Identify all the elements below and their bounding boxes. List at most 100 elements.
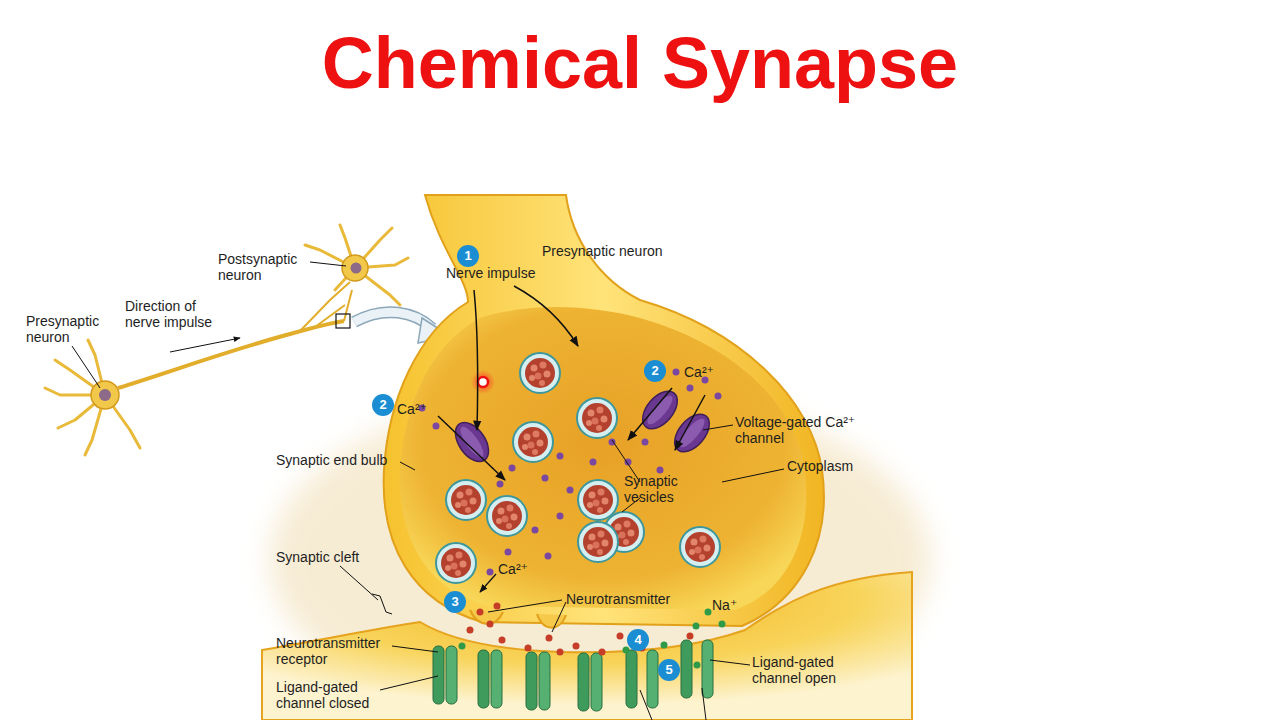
postsynaptic-membrane	[262, 572, 912, 720]
calcium-ion	[642, 439, 649, 446]
synaptic-vesicle	[680, 527, 720, 567]
leader-line	[702, 688, 706, 720]
callout-number: 1	[457, 245, 479, 267]
neurotransmitter-dot	[617, 633, 624, 640]
axon	[118, 321, 344, 388]
nucleus	[351, 263, 362, 274]
title: Chemical Synapse	[0, 27, 1280, 99]
neurotransmitter-dot	[557, 649, 564, 656]
exocytosis-pit	[470, 610, 503, 624]
dendrites	[305, 225, 408, 305]
direction-arrow	[170, 338, 240, 352]
ligand-gated-channel	[578, 653, 602, 711]
calcium-influx-arrow	[438, 416, 505, 480]
callout-circle	[372, 394, 394, 416]
calcium-ion	[687, 385, 694, 392]
calcium-ion	[542, 475, 549, 482]
calcium-influx-arrow	[675, 395, 705, 450]
part-label: Voltage-gated Ca²⁺ channel	[735, 414, 870, 446]
leader-line	[722, 469, 784, 482]
calcium-ion	[497, 481, 504, 488]
ligand-gated-channel	[526, 652, 550, 710]
callout-number: 4	[627, 629, 649, 651]
impulse-arrow	[474, 290, 478, 430]
callout-number: 5	[658, 659, 680, 681]
leader-line	[72, 346, 100, 388]
cytoplasm	[400, 307, 806, 610]
callout-number: 2	[372, 394, 394, 416]
leader-line	[310, 262, 346, 266]
leader-line	[552, 602, 566, 632]
calcium-ion	[505, 549, 512, 556]
part-label: Na⁺	[712, 597, 752, 613]
part-label: Nerve impulse	[446, 265, 556, 281]
leader-line	[640, 690, 652, 720]
callout-circle	[444, 591, 466, 613]
neurotransmitter-dot	[525, 645, 532, 652]
neurotransmitter-dot	[477, 609, 484, 616]
callout-number: 2	[644, 360, 666, 382]
callout-circle	[457, 245, 479, 267]
callout-number: 5	[658, 659, 680, 681]
sodium-ion	[623, 647, 630, 654]
leader-line	[340, 566, 378, 600]
leader-line	[703, 425, 733, 430]
calcium-ion	[715, 393, 722, 400]
calcium-ion	[532, 527, 539, 534]
neurotransmitter-dot	[467, 627, 474, 634]
part-label: Ca²⁺	[498, 561, 548, 577]
calcium-arrow	[480, 574, 496, 592]
part-label: Ligand-gated channel open	[752, 654, 862, 686]
zoom-box	[336, 314, 350, 328]
impulse-arrow	[514, 286, 578, 346]
part-label: Synaptic vesicles	[624, 473, 699, 505]
callout-number: 1	[457, 245, 479, 267]
sodium-ion	[693, 623, 700, 630]
calcium-channel	[636, 385, 684, 435]
part-label: Ligand-gated channel closed	[276, 679, 386, 711]
neurotransmitter-dot	[499, 637, 506, 644]
calcium-ion	[509, 465, 516, 472]
nucleus	[99, 389, 111, 401]
calcium-ion	[673, 369, 680, 376]
callout-circle	[658, 659, 680, 681]
synaptic-vesicle	[513, 422, 553, 462]
synaptic-vesicle	[577, 398, 617, 438]
ligand-gated-channel	[433, 646, 457, 704]
impulse-marker	[478, 377, 488, 387]
cell-body	[91, 381, 119, 409]
calcium-influx-arrow	[628, 388, 672, 440]
synaptic-vesicle	[487, 496, 527, 536]
calcium-ion	[545, 553, 552, 560]
part-label: Ca²⁺	[684, 364, 734, 380]
neuron-overview	[45, 225, 450, 455]
part-label: Presynaptic neuron	[26, 313, 116, 345]
synaptic-vesicle	[436, 543, 476, 583]
part-label: Postsynaptic neuron	[218, 251, 313, 283]
synaptic-end-bulb	[384, 195, 824, 626]
sodium-ion	[694, 662, 701, 669]
neurotransmitter-dot	[573, 643, 580, 650]
calcium-ion	[590, 459, 597, 466]
calcium-ion	[557, 513, 564, 520]
calcium-ion	[567, 487, 574, 494]
calcium-ion	[557, 453, 564, 460]
exocytosis-pit	[537, 614, 566, 628]
leader-line	[488, 600, 562, 612]
neurotransmitter-dot	[494, 603, 501, 610]
cleft-bracket	[372, 594, 392, 614]
calcium-ions	[419, 369, 722, 576]
part-label: Synaptic cleft	[276, 549, 386, 565]
part-label: Direction of nerve impulse	[125, 298, 225, 330]
calcium-channel	[449, 417, 496, 468]
part-label: Ca²⁺	[397, 401, 447, 417]
ligand-gated-channel	[681, 640, 713, 698]
synaptic-vesicle	[446, 480, 486, 520]
part-label: Presynaptic neuron	[542, 243, 702, 259]
sodium-ion	[661, 642, 668, 649]
sodium-ion	[705, 609, 712, 616]
axon-terminal	[300, 282, 352, 331]
